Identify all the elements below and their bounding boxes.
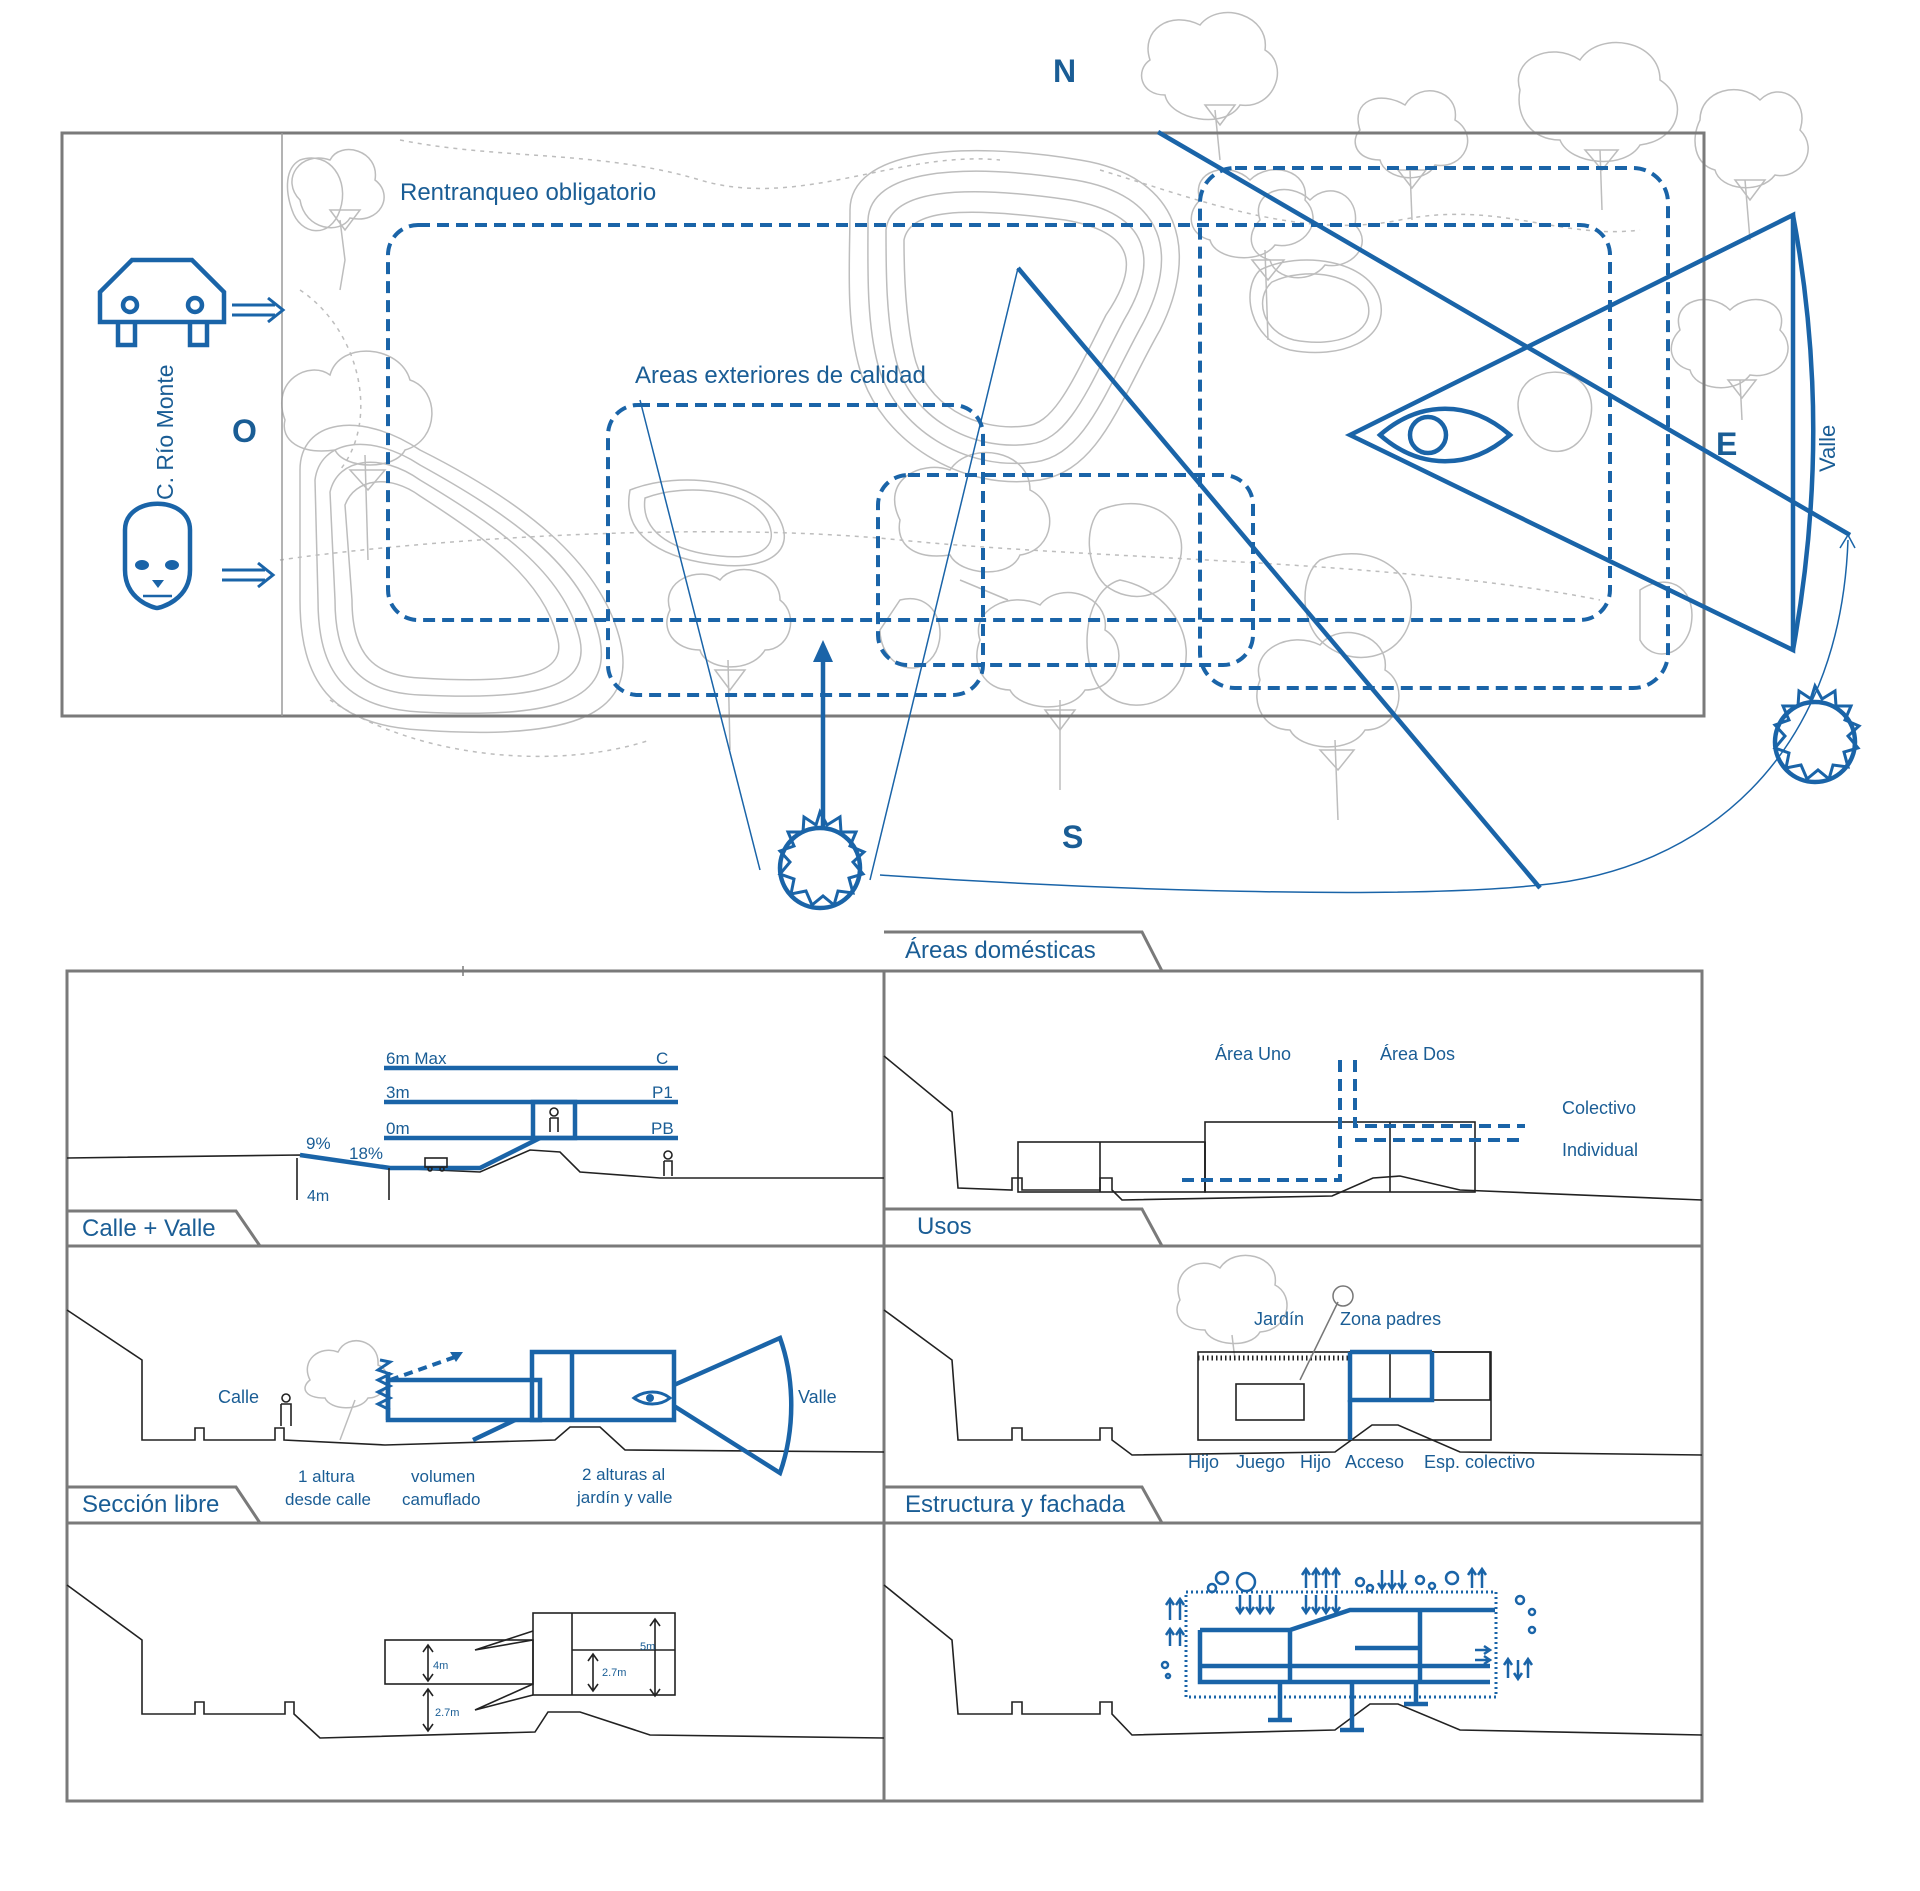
- quality-area-1: [606, 403, 985, 697]
- eye-icon: [1376, 406, 1514, 464]
- panel-areas-domesticas: Área Uno Área Dos Colectivo Individual: [883, 1044, 1703, 1201]
- dim-27m-b: 2.7m: [602, 1667, 626, 1679]
- note-three-line1: 2 alturas al: [582, 1465, 665, 1484]
- individual-label: Individual: [1562, 1140, 1638, 1160]
- bubbles-icon: [1160, 1570, 1537, 1680]
- tree-icon: [666, 568, 792, 751]
- arrows-icon: [1164, 1566, 1534, 1682]
- panel-estructura-right: [883, 1566, 1703, 1736]
- person-icon: [663, 1150, 673, 1176]
- panel-calle-valle: 6m Max C 3m P1 0m PB 9% 18% 4m: [66, 1049, 884, 1205]
- exterior-label: Areas exteriores de calidad: [635, 362, 926, 389]
- use-hijo-2: Hijo: [1300, 1452, 1331, 1472]
- level-c-name: 6m Max: [386, 1049, 447, 1068]
- slope-a: 9%: [306, 1134, 331, 1153]
- tree-icon: [1517, 41, 1679, 211]
- parents-label: Zona padres: [1340, 1309, 1441, 1329]
- valley-label-section: Valle: [798, 1387, 837, 1407]
- garden-label: Jardín: [1254, 1309, 1304, 1329]
- terrain-contours: [279, 139, 1693, 758]
- setback-zone: [386, 223, 1612, 622]
- person-icon: [549, 1107, 559, 1132]
- tree-icon: [291, 149, 385, 291]
- street-label-section: Calle: [218, 1387, 259, 1407]
- sun-icon: [1772, 682, 1862, 785]
- use-hijo-1: Hijo: [1188, 1452, 1219, 1472]
- note-one-line1: 1 altura: [298, 1467, 355, 1486]
- use-esp-colectivo: Esp. colectivo: [1424, 1452, 1535, 1472]
- panel-title-areas-domesticas: Áreas domésticas: [905, 937, 1096, 964]
- face-icon: [122, 501, 276, 611]
- panel-title-estructura: Estructura y fachada: [905, 1491, 1126, 1518]
- slope-b: 18%: [349, 1144, 383, 1163]
- tree-icon: [1670, 298, 1789, 421]
- level-p1-name: 3m: [386, 1083, 410, 1102]
- panel-usos: Jardín Zona padres Hijo Juego Hijo Acces…: [883, 1254, 1703, 1472]
- site-boundary: [60, 131, 1706, 718]
- compass-east: E: [1716, 426, 1737, 462]
- tree-icon: [1250, 188, 1363, 279]
- level-p1-code: P1: [652, 1083, 673, 1102]
- area-one-label: Área Uno: [1215, 1044, 1291, 1064]
- section-panels: Calle + Valle Sección libre Áreas domést…: [65, 930, 1704, 1803]
- level-pb-name: 0m: [386, 1119, 410, 1138]
- tree-icon: [1256, 631, 1400, 821]
- note-one-line2: desde calle: [285, 1490, 371, 1509]
- use-juego: Juego: [1236, 1452, 1285, 1472]
- eye-icon: [631, 1390, 673, 1406]
- tree-icon: [1694, 89, 1809, 241]
- sun-icon: [777, 808, 867, 911]
- tree-icon: [281, 350, 433, 561]
- compass-west: O: [232, 413, 257, 449]
- panel-title-seccion-libre: Sección libre: [82, 1491, 219, 1518]
- level-pb-code: PB: [651, 1119, 674, 1138]
- level-c-code: C: [656, 1049, 668, 1068]
- compass-north: N: [1053, 53, 1076, 89]
- panel-seccion-libre: Calle Valle 1 altura desde calle volumen…: [66, 1309, 885, 1509]
- note-two-line2: camuflado: [402, 1490, 480, 1509]
- tree-icon: [976, 591, 1120, 790]
- quality-area-3: [1198, 166, 1670, 690]
- panel-title-calle-valle: Calle + Valle: [82, 1215, 216, 1242]
- area-two-label: Área Dos: [1380, 1044, 1455, 1064]
- note-three-line2: jardín y valle: [576, 1488, 672, 1507]
- quality-area-2: [876, 473, 1255, 667]
- note-two-line1: volumen: [411, 1467, 475, 1486]
- compass-south: S: [1062, 819, 1083, 855]
- site-plan: N S E O Rentranqueo obligatorio Areas ex…: [60, 11, 1862, 911]
- street-label: C. Río Monte: [152, 365, 178, 501]
- dim-4m-section: 4m: [433, 1660, 448, 1672]
- dim-4m: 4m: [307, 1188, 329, 1205]
- person-icon: [280, 1393, 292, 1426]
- dim-27m-a: 2.7m: [435, 1707, 459, 1719]
- car-icon: [97, 257, 286, 348]
- tree-icon: [1354, 90, 1469, 221]
- use-acceso: Acceso: [1345, 1452, 1404, 1472]
- panel-estructura-left: 4m 2.7m 2.7m 5m: [66, 1584, 885, 1739]
- valley-label: Valle: [1815, 425, 1840, 472]
- collective-label: Colectivo: [1562, 1098, 1636, 1118]
- setback-label: Rentranqueo obligatorio: [400, 179, 656, 206]
- tree-icon: [1140, 11, 1279, 161]
- car-icon: [424, 1157, 448, 1172]
- trees: [281, 11, 1809, 821]
- panel-title-usos: Usos: [917, 1213, 972, 1240]
- sight-lines: [639, 130, 1856, 894]
- dim-5m: 5m: [640, 1641, 655, 1653]
